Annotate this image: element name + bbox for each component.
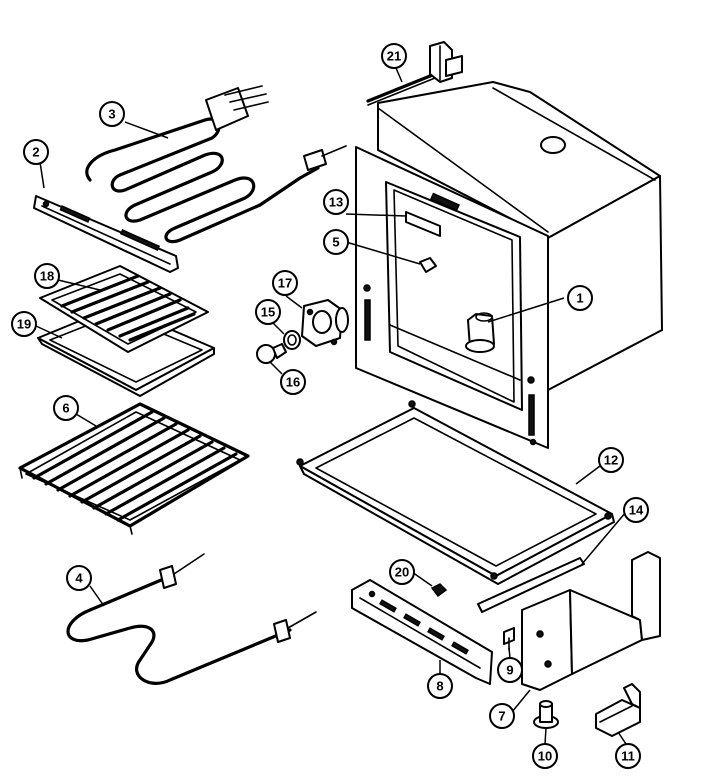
callout-6: 6 xyxy=(53,395,79,421)
svg-text:16: 16 xyxy=(286,375,300,390)
callout-5: 5 xyxy=(323,229,349,255)
part-light-bulb xyxy=(256,343,287,364)
callout-21: 21 xyxy=(381,43,407,69)
part-light-socket xyxy=(301,299,349,347)
part-broil-pan-insert xyxy=(39,265,209,353)
callout-11: 11 xyxy=(615,743,641,769)
svg-text:10: 10 xyxy=(538,749,552,764)
callout-8: 8 xyxy=(427,673,453,699)
svg-text:14: 14 xyxy=(629,503,644,518)
svg-text:20: 20 xyxy=(395,565,409,580)
callout-18: 18 xyxy=(34,263,60,289)
callout-15: 15 xyxy=(255,299,281,325)
callout-16: 16 xyxy=(280,369,306,395)
svg-text:13: 13 xyxy=(329,195,343,210)
part-anti-tip-bracket xyxy=(595,683,641,737)
part-oven-cavity xyxy=(355,81,663,449)
svg-text:19: 19 xyxy=(17,317,31,332)
callout-2: 2 xyxy=(23,139,49,165)
svg-text:3: 3 xyxy=(108,107,115,122)
callout-14: 14 xyxy=(623,497,649,523)
svg-text:6: 6 xyxy=(62,401,69,416)
callout-10: 10 xyxy=(532,743,558,769)
part-screw xyxy=(503,627,515,651)
part-leveling-bracket xyxy=(521,551,661,691)
svg-text:5: 5 xyxy=(332,235,339,250)
part-oven-rack xyxy=(18,402,250,535)
svg-text:15: 15 xyxy=(261,305,275,320)
part-oven-bottom xyxy=(296,400,615,585)
svg-text:18: 18 xyxy=(40,269,54,284)
part-nut xyxy=(430,583,448,598)
svg-text:2: 2 xyxy=(32,145,39,160)
part-broil-shield xyxy=(33,195,179,273)
part-lower-bracket xyxy=(351,579,493,685)
part-bake-element xyxy=(66,553,317,685)
svg-text:11: 11 xyxy=(621,749,635,764)
part-oven-sensor xyxy=(366,41,463,106)
callout-20: 20 xyxy=(389,559,415,585)
part-leveling-leg xyxy=(533,700,559,729)
callout-7: 7 xyxy=(489,703,515,729)
svg-text:1: 1 xyxy=(576,291,583,306)
svg-text:9: 9 xyxy=(506,663,513,678)
svg-text:21: 21 xyxy=(387,49,401,64)
part-broil-element xyxy=(85,85,347,244)
leader-lines xyxy=(35,67,627,745)
callout-19: 19 xyxy=(11,311,37,337)
svg-text:17: 17 xyxy=(278,276,292,291)
callout-17: 17 xyxy=(272,270,298,296)
callout-9: 9 xyxy=(497,657,523,683)
svg-text:12: 12 xyxy=(604,453,618,468)
part-light-lens xyxy=(283,330,301,350)
callout-1: 1 xyxy=(567,285,593,311)
svg-text:7: 7 xyxy=(498,709,505,724)
svg-text:4: 4 xyxy=(75,571,83,586)
callout-3: 3 xyxy=(99,101,125,127)
callout-12: 12 xyxy=(598,447,624,473)
part-trim-strip xyxy=(477,557,585,613)
svg-text:8: 8 xyxy=(436,679,443,694)
callout-13: 13 xyxy=(323,189,349,215)
callout-4: 4 xyxy=(66,565,92,591)
